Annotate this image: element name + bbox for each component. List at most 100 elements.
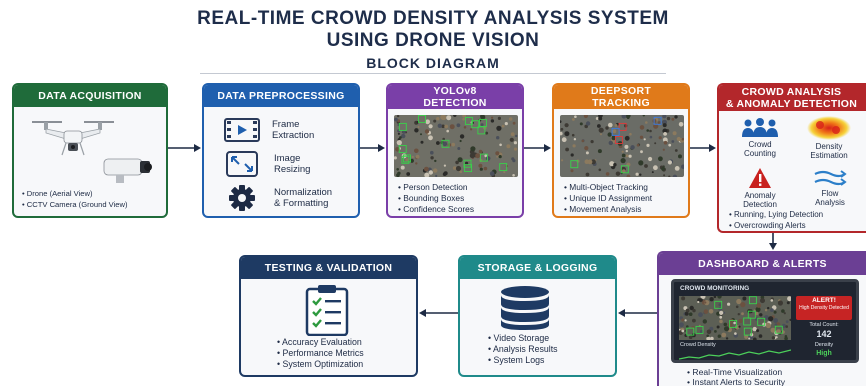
crowd-person-dot [734, 332, 737, 335]
crowd-person-dot [709, 297, 714, 302]
crowd-person-dot [560, 131, 563, 136]
crowd-person-dot [668, 143, 672, 147]
crowd-person-dot [509, 117, 513, 121]
crowd-person-dot [621, 153, 626, 158]
crowd-person-dot [662, 148, 665, 151]
list-item: Overcrowding Alerts [729, 220, 823, 231]
crowd-person-dot [775, 322, 781, 327]
crowd-person-dot [584, 124, 588, 129]
crowd-person-dot [459, 170, 463, 174]
crowd-person-dot [773, 318, 778, 323]
crowd-analysis-block: CROWD ANALYSIS & ANOMALY DETECTION Crowd… [717, 83, 866, 233]
drone-icon [32, 121, 114, 156]
crowd-person-dot [717, 334, 721, 338]
crowd-person-dot [428, 124, 433, 129]
bounding-box [653, 116, 662, 125]
main-title-line2: USING DRONE VISION [326, 30, 540, 51]
crowd-person-dot [658, 136, 662, 140]
crowd-person-dot [676, 136, 681, 142]
crowd-person-dot [465, 161, 469, 165]
crowd-person-dot [478, 149, 483, 154]
list-item: Bounding Boxes [398, 193, 474, 204]
crowd-person-dot [770, 327, 776, 333]
dashboard-alerts-title: DASHBOARD & ALERTS [659, 253, 866, 275]
crowd-person-dot [706, 329, 712, 335]
crowd-person-dot [443, 164, 446, 167]
crowd-person-dot [651, 171, 654, 174]
crowd-person-dot [738, 318, 743, 324]
heatmap-icon [807, 116, 851, 140]
bounding-box [748, 296, 757, 305]
bounding-box [743, 317, 752, 326]
crowd-person-dot [674, 166, 680, 171]
crowd-person-dot [662, 123, 667, 128]
crowd-person-dot [583, 115, 588, 119]
crowd-person-dot [420, 140, 424, 144]
count-value: 142 [816, 329, 832, 339]
crowd-person-dot [430, 150, 434, 155]
list-item: Video Storage [488, 333, 558, 344]
tracking-title-line1: DEEPSORT [590, 85, 652, 97]
subtitle-divider [200, 73, 666, 74]
crowd-person-dot [428, 170, 433, 175]
crowd-person-dot [442, 137, 445, 141]
crowd-person-dot [755, 306, 761, 313]
crowd-person-dot [496, 155, 499, 158]
crowd-person-dot [692, 308, 696, 313]
crowd-person-dot [621, 115, 627, 119]
crowd-person-dot [440, 115, 445, 120]
dashboard-monitor: CROWD MONITORING ALERT! High Density Det… [671, 279, 859, 363]
warning-icon [749, 168, 771, 188]
crowd-person-dot [662, 137, 668, 143]
crowd-person-dot [512, 121, 516, 125]
crowd-person-dot [512, 174, 515, 177]
crowd-person-dot [622, 169, 626, 173]
crowd-person-dot [480, 115, 486, 120]
crowd-person-dot [636, 144, 640, 147]
list-item: Unique ID Assignment [564, 193, 652, 204]
crowd-person-dot [581, 139, 585, 143]
crowd-person-dot [688, 335, 693, 339]
film-icon [224, 118, 260, 142]
crowd-person-dot [506, 144, 511, 149]
crowd-person-dot [561, 159, 564, 162]
bounding-box [479, 153, 488, 162]
cell-label-line2: Counting [743, 149, 777, 158]
list-item: Running, Lying Detection [729, 209, 823, 220]
testing-validation-block: TESTING & VALIDATION Accuracy Evaluation… [239, 255, 418, 377]
count-label: Total Count: [809, 322, 839, 328]
crowd-person-dot [441, 124, 445, 129]
crowd-person-dot [787, 296, 791, 302]
crowd-person-dot [446, 129, 449, 133]
crowd-person-dot [686, 325, 689, 328]
list-item: Multi-Object Tracking [564, 182, 652, 193]
crowd-person-dot [662, 115, 667, 119]
crowd-person-dot [770, 299, 774, 302]
crowd-person-dot [614, 124, 618, 127]
checklist-clipboard-icon [305, 285, 349, 336]
storage-logging-block: STORAGE & LOGGING Video Storage Analysis… [458, 255, 617, 377]
crowd-person-dot [784, 335, 788, 338]
crowd-person-dot [774, 323, 778, 326]
crowd-person-dot [625, 115, 631, 119]
crowd-counting-item: Crowd Counting [731, 118, 789, 158]
arrow-acquisition-to-preprocessing [168, 144, 201, 152]
crowd-person-dot [462, 118, 465, 121]
dashboard-list: Real-Time Visualization Instant Alerts t… [687, 367, 785, 386]
crowd-person-dot [570, 169, 574, 173]
crowd-person-dot [671, 117, 675, 121]
resize-icon [226, 151, 258, 177]
crowd-person-dot [399, 136, 402, 139]
crowd-person-dot [646, 143, 650, 147]
crowd-person-dot [442, 172, 447, 176]
crowd-person-dot [434, 159, 437, 163]
crowd-person-dot [767, 306, 770, 310]
deepsort-tracking-block: DEEPSORT TRACKING Multi-Object Tracking … [552, 83, 690, 218]
crowd-person-dot [414, 128, 419, 133]
crowd-person-dot [600, 133, 602, 136]
list-item: Real-Time Visualization [687, 367, 785, 377]
crowd-person-dot [608, 140, 613, 146]
crowd-person-dot [777, 300, 783, 306]
crowd-person-dot [714, 330, 717, 333]
crowd-person-dot [479, 158, 483, 163]
